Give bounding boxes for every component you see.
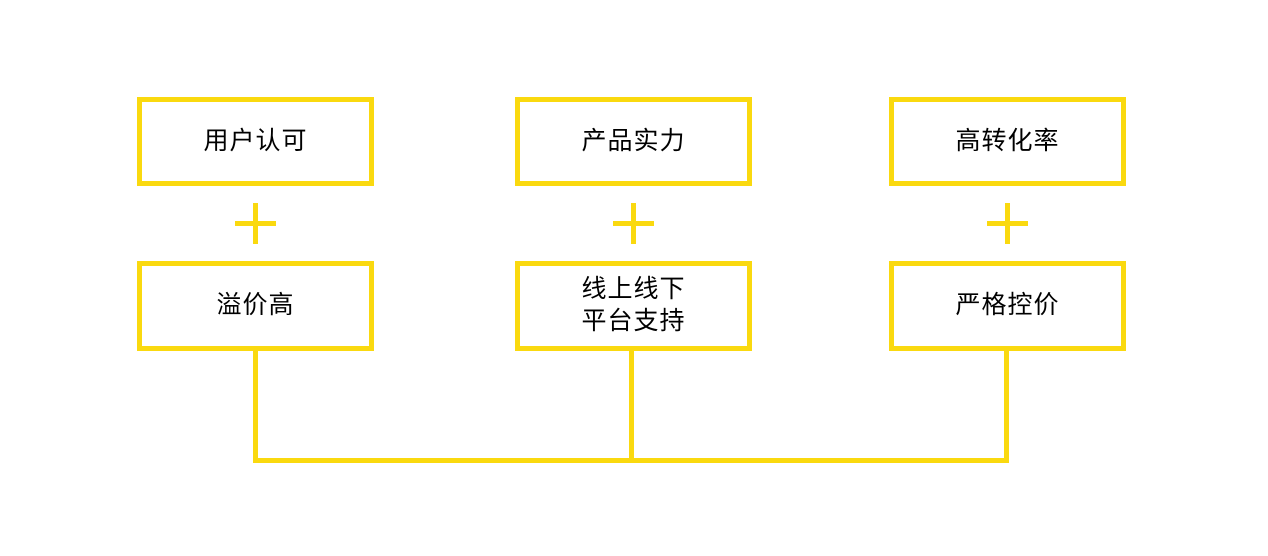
connector-vertical-2: [629, 346, 634, 463]
node-label: 用户认可: [203, 127, 308, 155]
node-box-bottom-2[interactable]: 线上线下 平台支持: [515, 261, 752, 351]
node-label: 高转化率: [955, 127, 1060, 155]
plus-icon-2: [613, 203, 654, 244]
node-box-bottom-1[interactable]: 溢价高: [137, 261, 374, 351]
node-box-bottom-3[interactable]: 严格控价: [889, 261, 1126, 351]
node-box-top-2[interactable]: 产品实力: [515, 97, 752, 186]
node-box-top-1[interactable]: 用户认可: [137, 97, 374, 186]
node-label: 产品实力: [581, 127, 686, 155]
node-label: 溢价高: [216, 292, 295, 319]
node-label: 线上线下 平台支持: [581, 276, 686, 335]
plus-icon-vertical-bar: [1005, 203, 1010, 244]
node-label: 严格控价: [955, 292, 1060, 319]
connector-vertical-3: [1004, 346, 1009, 463]
node-box-top-3[interactable]: 高转化率: [889, 97, 1126, 186]
connector-vertical-1: [253, 346, 258, 463]
plus-icon-vertical-bar: [631, 203, 636, 244]
connector-horizontal-join: [253, 458, 1009, 463]
plus-icon-1: [235, 203, 276, 244]
plus-icon-3: [987, 203, 1028, 244]
plus-icon-vertical-bar: [253, 203, 258, 244]
